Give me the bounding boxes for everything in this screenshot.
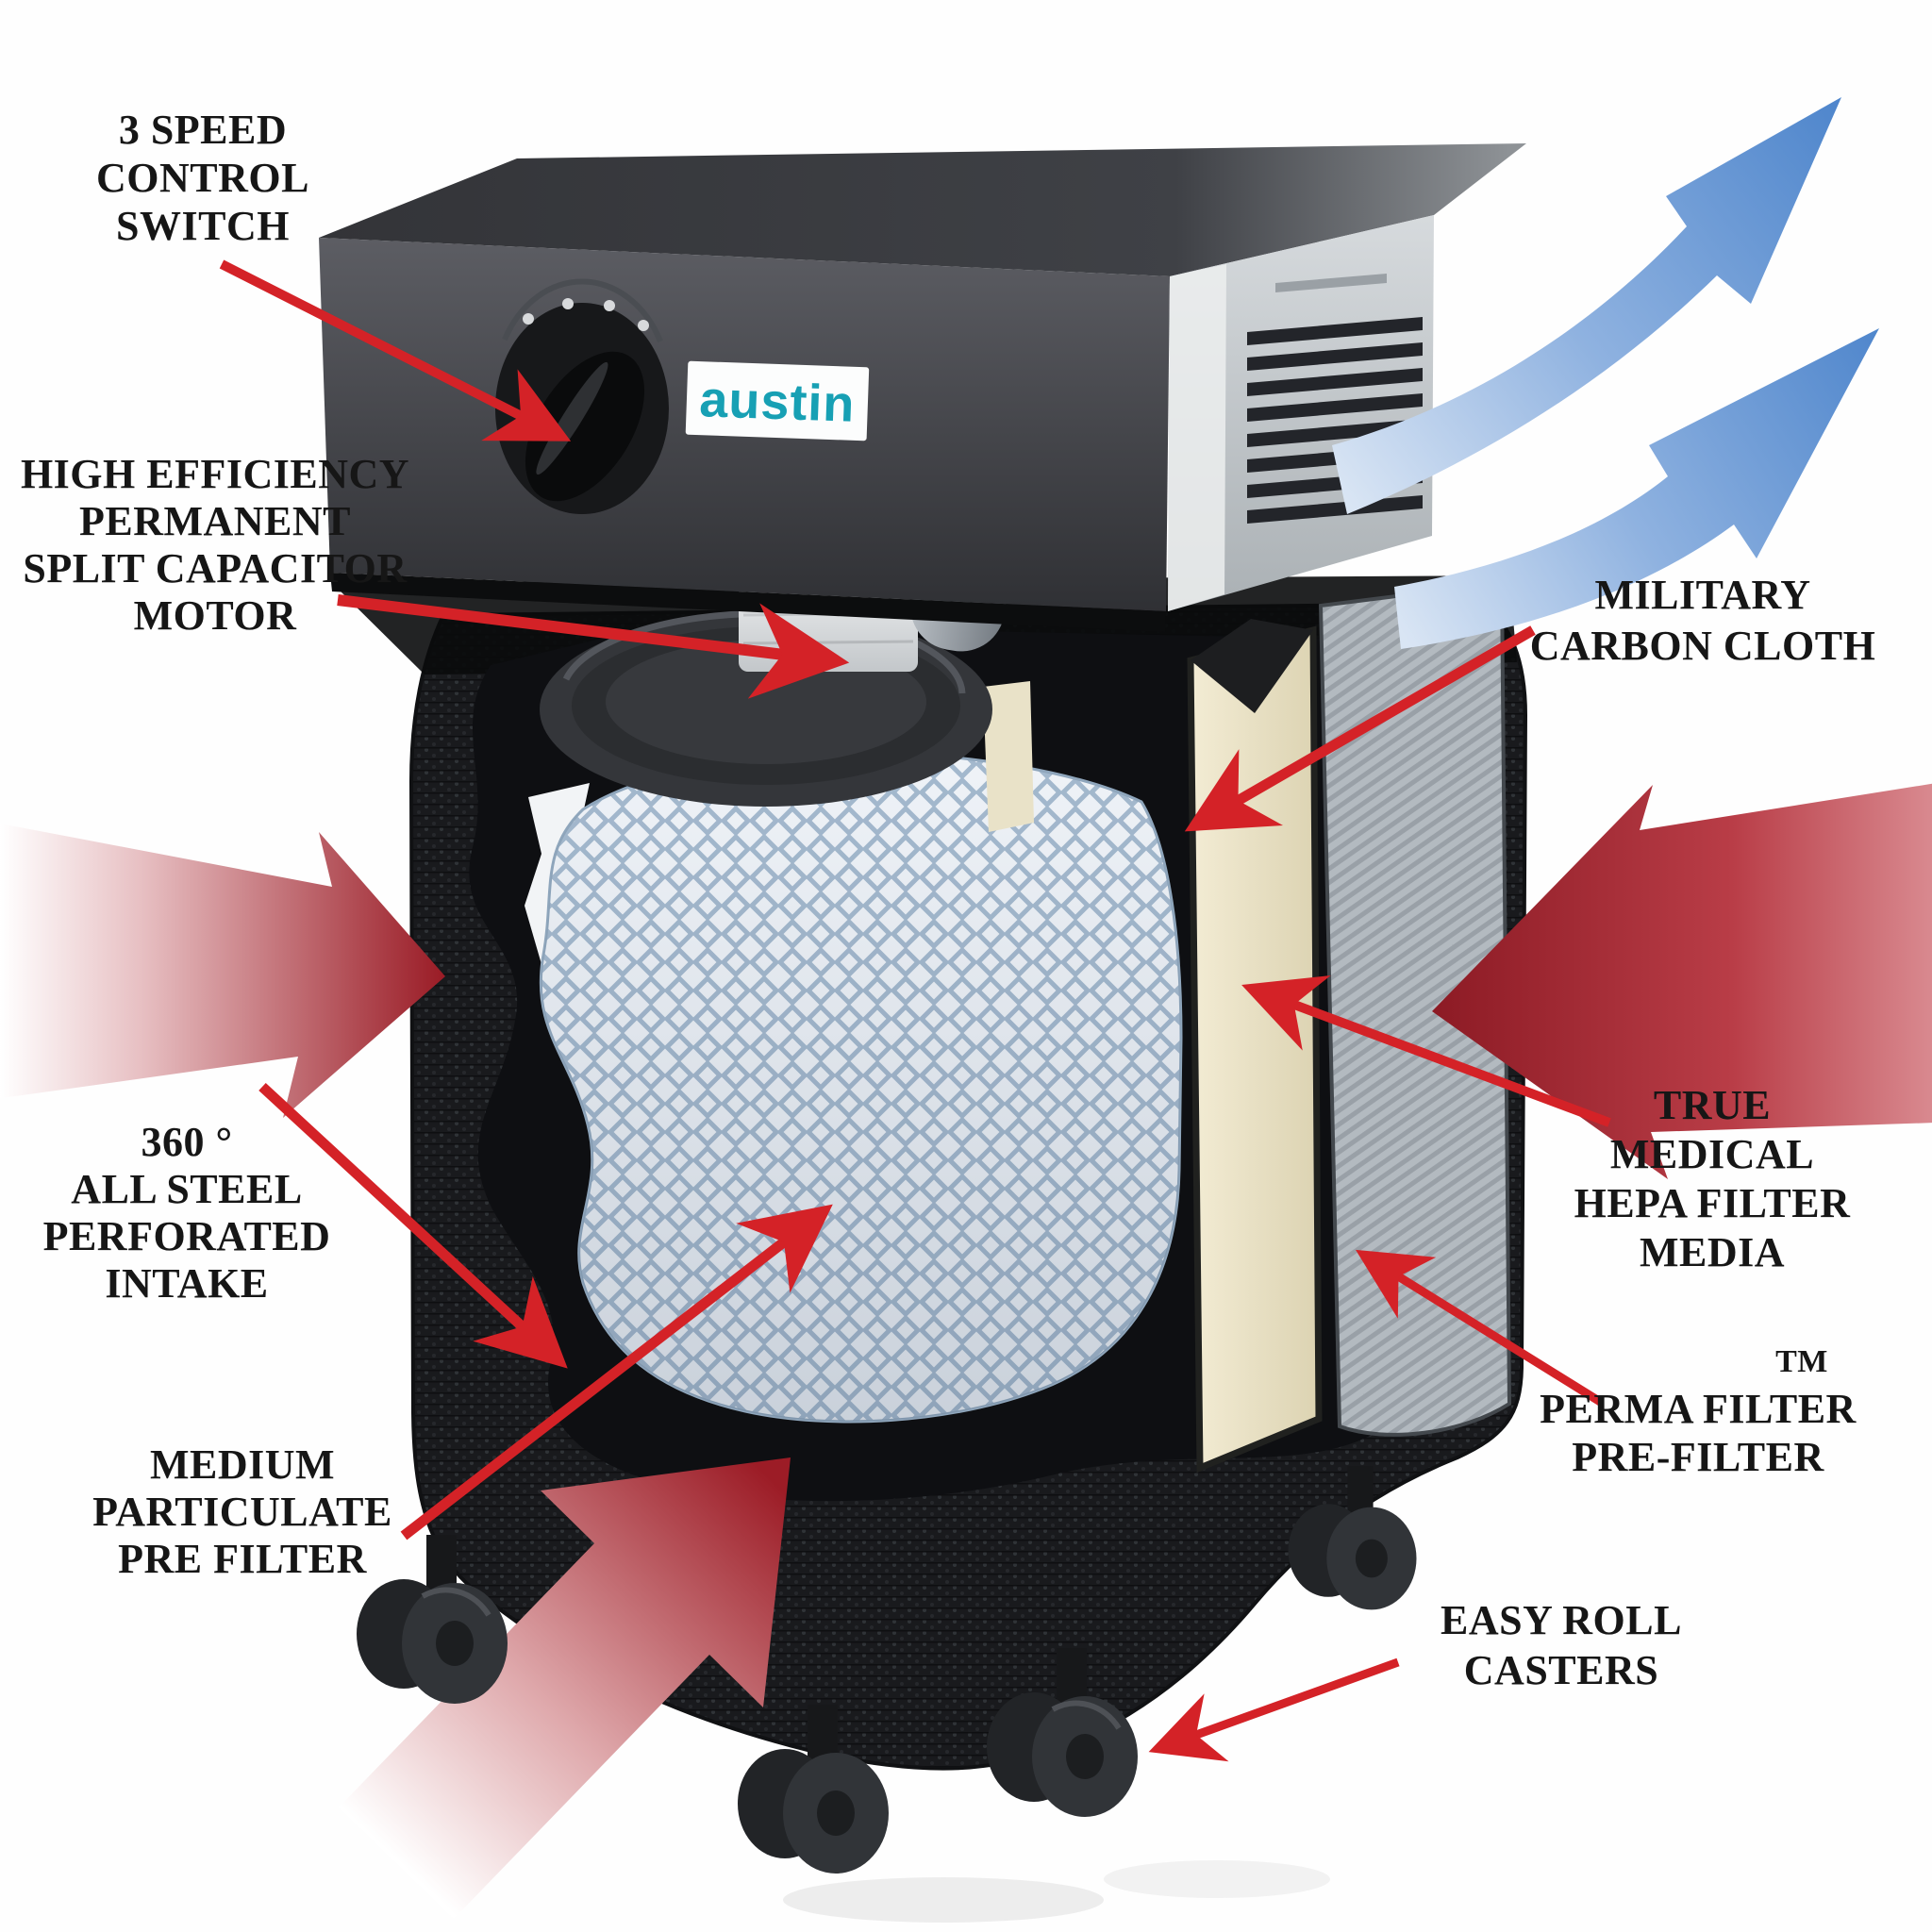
callout-intake: 360 ° ALL STEEL PERFORATED INTAKE: [42, 1119, 331, 1307]
arrow-hepa-media: [1241, 975, 1611, 1127]
caster-center: [738, 1705, 889, 1874]
hepa-panel-edge: [983, 681, 1034, 832]
callout-casters: EASY ROLL CASTERS: [1441, 1597, 1682, 1693]
vent-slot: [1275, 274, 1387, 292]
caster-front-right: [987, 1648, 1138, 1817]
callout-speed-switch: 3 SPEED CONTROL SWITCH: [96, 107, 309, 250]
carbon-filter-mesh: [539, 751, 1183, 1424]
caster-left: [357, 1535, 508, 1704]
arrow-motor: [337, 594, 850, 699]
exhaust-arrow-upper: [1332, 97, 1841, 514]
floor-shadow: [783, 1877, 1104, 1923]
vent-grille: [1247, 317, 1423, 524]
floor-shadow: [1104, 1860, 1330, 1898]
hepa-panel: [1187, 619, 1323, 1474]
caster-back-right: [1288, 1466, 1417, 1610]
callout-motor: HIGH EFFICIENCY PERMANENT SPLIT CAPACITO…: [20, 451, 410, 640]
arrow-casters: [1148, 1657, 1400, 1762]
callout-medium-prefilter: MEDIUM PARTICULATE PRE FILTER: [92, 1441, 392, 1583]
intake-arrow-left: [0, 823, 445, 1118]
callout-arrows: [219, 259, 1611, 1762]
callout-carbon-cloth: MILITARY CARBON CLOTH: [1529, 572, 1876, 669]
arrow-carbon-cloth: [1184, 625, 1536, 832]
intake-arrow-right: [1432, 783, 1932, 1179]
arrow-perma-prefilter: [1356, 1249, 1605, 1407]
arrow-medium-prefilter: [400, 1204, 833, 1541]
brand-logo: austin: [698, 371, 856, 433]
perma-prefilter-panel: [1318, 580, 1512, 1437]
exhaust-arrows: [1332, 97, 1879, 649]
intake-arrow-bottom: [339, 1457, 791, 1919]
arrow-intake: [258, 1082, 568, 1369]
exhaust-arrow-lower: [1394, 328, 1879, 649]
motor-housing: austin: [319, 143, 1526, 632]
callout-perma-prefilter: PERMA FILTER PRE-FILTER: [1540, 1386, 1857, 1481]
brand-badge: austin: [685, 360, 870, 441]
callout-hepa-media: TRUE MEDICAL HEPA FILTER MEDIA: [1574, 1082, 1851, 1275]
callout-perma-trademark: TM: [1775, 1344, 1828, 1379]
arrow-speed-switch: [219, 259, 572, 441]
